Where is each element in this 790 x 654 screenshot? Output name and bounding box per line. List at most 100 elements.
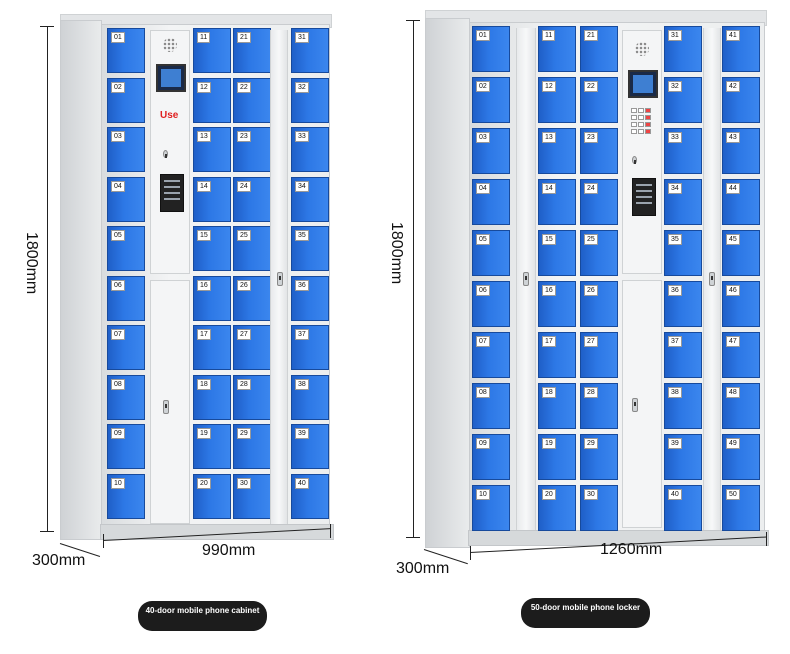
locker-door[interactable]: 41 — [722, 26, 760, 72]
locker-door[interactable]: 24 — [580, 179, 618, 225]
locker-door[interactable]: 11 — [538, 26, 576, 72]
locker-door[interactable]: 40 — [664, 485, 702, 531]
locker-door[interactable]: 07 — [472, 332, 510, 378]
locker-door[interactable]: 37 — [664, 332, 702, 378]
locker-door[interactable]: 26 — [580, 281, 618, 327]
locker-door[interactable]: 18 — [538, 383, 576, 429]
locker-door[interactable]: 15 — [193, 226, 231, 271]
lock-icon — [632, 398, 638, 412]
locker-door[interactable]: 23 — [580, 128, 618, 174]
locker-door[interactable]: 14 — [193, 176, 231, 222]
locker-door[interactable]: 05 — [107, 226, 145, 271]
use-label: Use — [160, 110, 179, 121]
locker-door[interactable]: 04 — [107, 176, 145, 222]
locker-door[interactable]: 04 — [472, 179, 510, 225]
locker-door[interactable]: 45 — [722, 230, 760, 276]
locker-number-label: 01 — [111, 32, 125, 43]
locker-door[interactable]: 31 — [291, 28, 329, 73]
locker-door[interactable]: 09 — [472, 434, 510, 480]
locker-door[interactable]: 22 — [233, 77, 271, 123]
locker-door[interactable]: 11 — [193, 28, 231, 73]
locker-door[interactable]: 19 — [538, 434, 576, 480]
locker-door[interactable]: 27 — [233, 325, 271, 370]
locker-door[interactable]: 40 — [291, 473, 329, 519]
locker-door[interactable]: 15 — [538, 230, 576, 276]
locker-door[interactable]: 20 — [538, 485, 576, 531]
locker-door[interactable]: 24 — [233, 176, 271, 222]
locker-door[interactable]: 44 — [722, 179, 760, 225]
locker-door[interactable]: 35 — [664, 230, 702, 276]
locker-door[interactable]: 39 — [664, 434, 702, 480]
locker-number-label: 02 — [111, 81, 125, 93]
locker-door[interactable]: 21 — [580, 26, 618, 72]
locker-number-label: 03 — [111, 131, 125, 142]
locker-door[interactable]: 05 — [472, 230, 510, 276]
locker-door[interactable]: 26 — [233, 275, 271, 321]
locker-door[interactable]: 35 — [291, 226, 329, 271]
locker-door[interactable]: 02 — [107, 77, 145, 123]
locker-door[interactable]: 39 — [291, 424, 329, 469]
locker-door[interactable]: 10 — [107, 473, 145, 519]
locker-door[interactable]: 48 — [722, 383, 760, 429]
locker-door[interactable]: 29 — [580, 434, 618, 480]
locker-door[interactable]: 34 — [664, 179, 702, 225]
locker-door[interactable]: 43 — [722, 128, 760, 174]
locker-door[interactable]: 03 — [107, 127, 145, 172]
locker-door[interactable]: 29 — [233, 424, 271, 469]
locker-door[interactable]: 22 — [580, 77, 618, 123]
locker-door[interactable]: 12 — [538, 77, 576, 123]
locker-door[interactable]: 30 — [580, 485, 618, 531]
locker-door[interactable]: 20 — [193, 473, 231, 519]
locker-door[interactable]: 23 — [233, 127, 271, 172]
locker-door[interactable]: 34 — [291, 176, 329, 222]
locker-door[interactable]: 16 — [538, 281, 576, 327]
locker-door[interactable]: 19 — [193, 424, 231, 469]
locker-door[interactable]: 13 — [193, 127, 231, 172]
locker-door[interactable]: 33 — [291, 127, 329, 172]
locker-door[interactable]: 12 — [193, 77, 231, 123]
locker-door[interactable]: 13 — [538, 128, 576, 174]
locker-door[interactable]: 06 — [107, 275, 145, 321]
locker-door[interactable]: 01 — [107, 28, 145, 73]
locker-door[interactable]: 36 — [291, 275, 329, 321]
locker-door[interactable]: 28 — [233, 374, 271, 420]
locker-door[interactable]: 10 — [472, 485, 510, 531]
right-screen — [628, 70, 658, 98]
locker-door[interactable]: 28 — [580, 383, 618, 429]
lock-icon — [277, 272, 283, 286]
locker-door[interactable]: 02 — [472, 77, 510, 123]
locker-door[interactable]: 14 — [538, 179, 576, 225]
locker-door[interactable]: 49 — [722, 434, 760, 480]
locker-door[interactable]: 06 — [472, 281, 510, 327]
locker-door[interactable]: 30 — [233, 473, 271, 519]
locker-door[interactable]: 16 — [193, 275, 231, 321]
locker-door[interactable]: 32 — [291, 77, 329, 123]
locker-door[interactable]: 46 — [722, 281, 760, 327]
locker-door[interactable]: 17 — [538, 332, 576, 378]
locker-door[interactable]: 03 — [472, 128, 510, 174]
locker-door[interactable]: 36 — [664, 281, 702, 327]
locker-door[interactable]: 50 — [722, 485, 760, 531]
locker-door[interactable]: 25 — [233, 226, 271, 271]
locker-door[interactable]: 08 — [472, 383, 510, 429]
locker-door[interactable]: 38 — [664, 383, 702, 429]
locker-door[interactable]: 07 — [107, 325, 145, 370]
locker-door[interactable]: 37 — [291, 325, 329, 370]
locker-door[interactable]: 21 — [233, 28, 271, 73]
locker-door[interactable]: 01 — [472, 26, 510, 72]
locker-door[interactable]: 38 — [291, 374, 329, 420]
locker-door[interactable]: 33 — [664, 128, 702, 174]
locker-door[interactable]: 47 — [722, 332, 760, 378]
locker-number-label: 16 — [542, 285, 556, 296]
locker-number-label: 40 — [668, 489, 682, 500]
locker-door[interactable]: 31 — [664, 26, 702, 72]
locker-door[interactable]: 18 — [193, 374, 231, 420]
locker-door[interactable]: 42 — [722, 77, 760, 123]
locker-door[interactable]: 27 — [580, 332, 618, 378]
locker-door[interactable]: 25 — [580, 230, 618, 276]
locker-door[interactable]: 08 — [107, 374, 145, 420]
locker-number-label: 05 — [111, 230, 125, 241]
locker-door[interactable]: 09 — [107, 424, 145, 469]
locker-door[interactable]: 17 — [193, 325, 231, 370]
locker-door[interactable]: 32 — [664, 77, 702, 123]
